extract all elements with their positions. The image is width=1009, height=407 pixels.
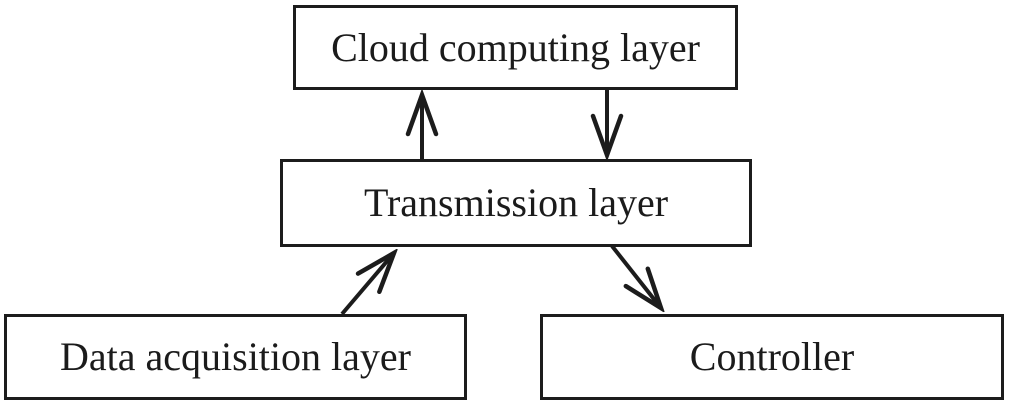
node-transmission-layer: Transmission layer (280, 159, 752, 247)
node-controller-label: Controller (689, 334, 855, 379)
node-cloud-computing-layer: Cloud computing layer (293, 5, 738, 90)
arrow-data-acquisition-to-transmission (340, 253, 394, 316)
node-transmission-layer-label: Transmission layer (363, 180, 669, 225)
node-data-acquisition-layer: Data acquisition layer (4, 314, 467, 400)
node-controller: Controller (540, 314, 1004, 400)
arrow-transmission-to-controller (610, 244, 661, 308)
node-data-acquisition-layer-label: Data acquisition layer (60, 334, 411, 379)
node-cloud-computing-layer-label: Cloud computing layer (331, 24, 700, 70)
